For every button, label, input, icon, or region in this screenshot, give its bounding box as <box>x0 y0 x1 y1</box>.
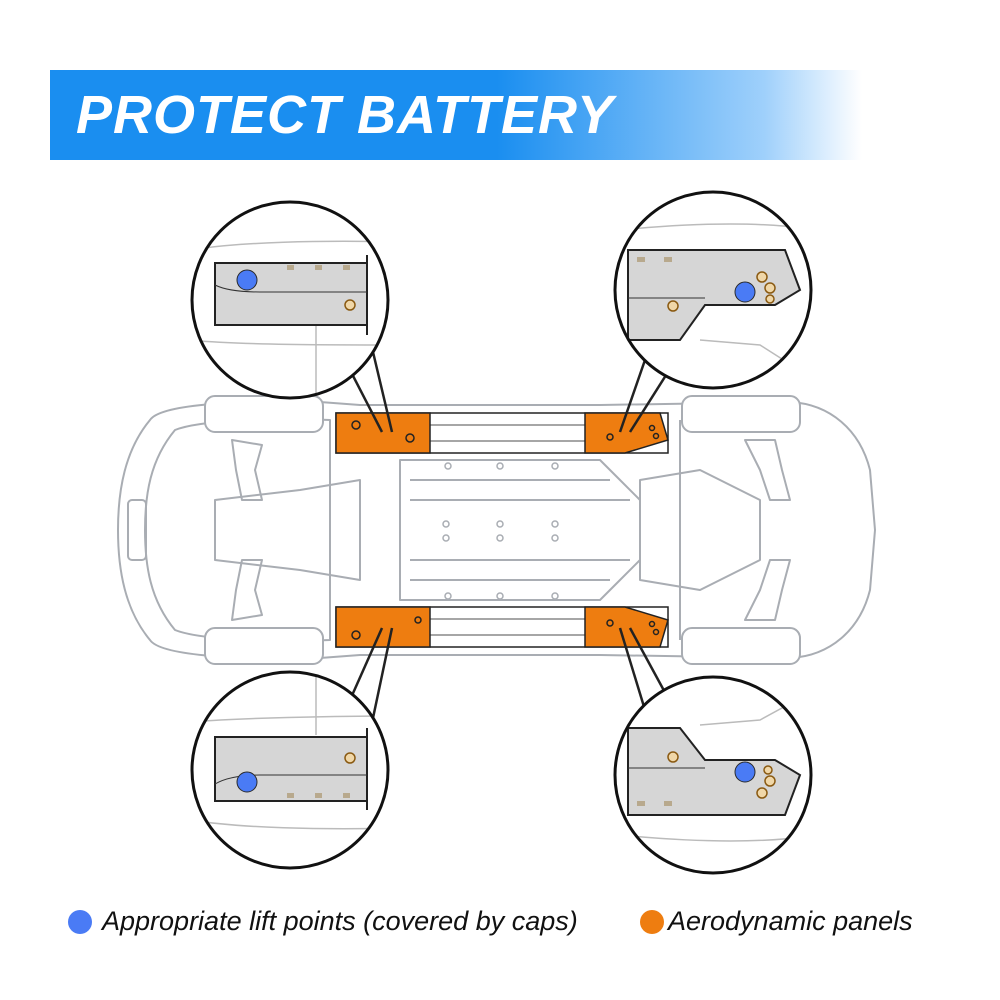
lift-point-rear-top <box>734 281 756 303</box>
wheel-rear-right <box>681 627 801 665</box>
callout-top-left <box>190 200 390 400</box>
zoom-panel-front-bottom <box>214 736 368 802</box>
callout-bottom-left <box>190 670 390 870</box>
title-banner: PROTECT BATTERY <box>50 70 862 160</box>
front-fascia <box>127 499 147 561</box>
zoom-panel-front-top <box>214 262 368 326</box>
rear-suspension-bottom <box>744 559 791 621</box>
wheel-rear-left <box>681 395 801 433</box>
aero-panel-legend-icon <box>640 910 664 934</box>
side-sill-top <box>335 412 669 454</box>
car-inner-outline <box>144 418 331 642</box>
callout-top-right <box>613 190 813 390</box>
aero-panel-front-top <box>335 412 431 454</box>
legend-label-lift-points: Appropriate lift points (covered by caps… <box>102 906 578 936</box>
callout-bottom-right <box>613 675 813 875</box>
zoom-panel-rear-top <box>627 249 802 341</box>
aero-panel-rear-bottom <box>584 606 669 648</box>
page-title: PROTECT BATTERY <box>76 85 615 145</box>
lift-point-front-top <box>236 269 258 291</box>
rear-subframe <box>639 469 761 591</box>
lift-point-rear-bottom <box>734 761 756 783</box>
rear-suspension-top <box>744 439 791 501</box>
battery-bolts <box>442 462 559 600</box>
front-suspension-bottom <box>231 559 263 621</box>
aero-panel-front-bottom <box>335 606 431 648</box>
lift-point-legend-icon <box>68 910 92 934</box>
lift-point-front-bottom <box>236 771 258 793</box>
legend-label-aero-panels: Aerodynamic panels <box>668 906 913 936</box>
callout-pointers <box>348 351 670 719</box>
side-sill-bottom <box>335 606 669 648</box>
wheel-front-left <box>204 395 324 433</box>
front-subframe <box>214 479 361 581</box>
aero-panel-rear-top <box>584 412 669 454</box>
legend: Appropriate lift points (covered by caps… <box>66 902 966 942</box>
wheel-front-right <box>204 627 324 665</box>
front-suspension-top <box>231 439 263 501</box>
